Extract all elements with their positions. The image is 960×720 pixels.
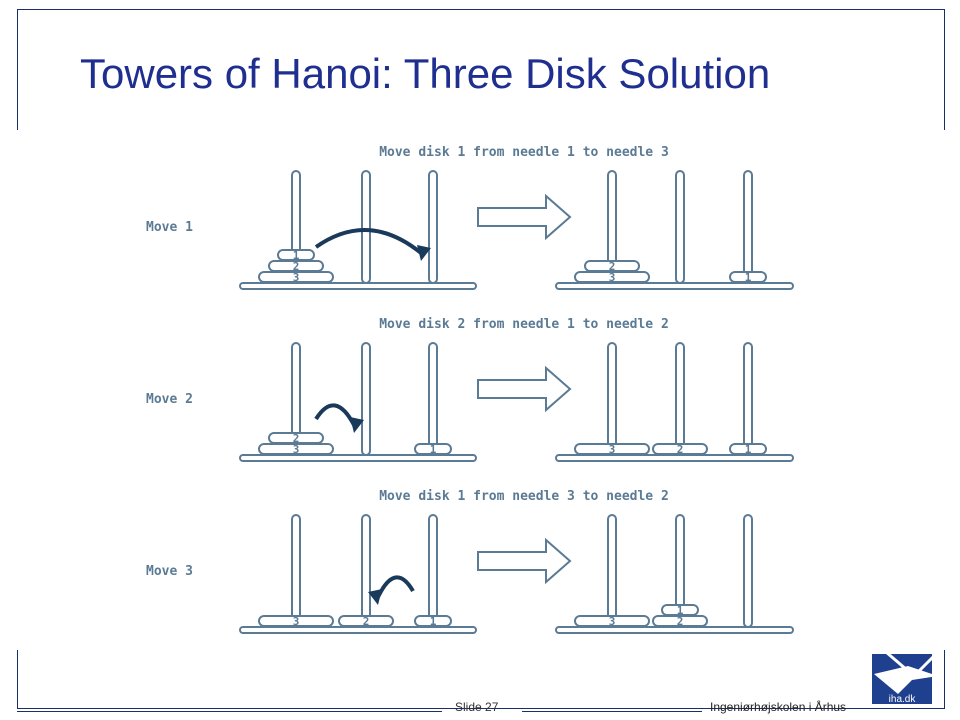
row2-before-disk-1 bbox=[414, 443, 452, 455]
row3-after-disk-3 bbox=[574, 615, 650, 627]
move-label-1: Move 1 bbox=[146, 220, 193, 235]
move-label-2: Move 2 bbox=[146, 392, 193, 407]
row3-before-disk-label-1: 1 bbox=[430, 615, 437, 628]
move-arrow-1 bbox=[314, 228, 423, 255]
row1-before-needle-2 bbox=[361, 170, 371, 284]
move-arrowhead-1 bbox=[417, 245, 431, 261]
row1-after-disk-label-2: 2 bbox=[609, 260, 616, 273]
row3-before-disk-2 bbox=[338, 615, 394, 627]
row1-after-needle-2 bbox=[675, 170, 685, 284]
row1-before-disk-label-1: 1 bbox=[293, 249, 300, 262]
row2-before-base bbox=[239, 454, 477, 462]
row3-after-disk-label-1: 1 bbox=[677, 604, 684, 617]
transition-arrow-2 bbox=[477, 365, 572, 413]
row2-after-disk-label-3: 3 bbox=[609, 443, 616, 456]
row3-after-disk-label-3: 3 bbox=[609, 615, 616, 628]
row1-before-disk-label-2: 2 bbox=[293, 260, 300, 273]
logo-text: iha.dk bbox=[889, 694, 917, 705]
row2-after-disk-2 bbox=[652, 443, 708, 455]
row1-after-base bbox=[555, 282, 794, 290]
row2-before-disk-label-1: 1 bbox=[430, 443, 437, 456]
row1-before-disk-3 bbox=[258, 271, 334, 283]
slide-number: Slide 27 bbox=[455, 700, 499, 714]
row2-before-disk-label-2: 2 bbox=[293, 432, 300, 445]
move-caption-2: Move disk 2 from needle 1 to needle 2 bbox=[379, 317, 669, 332]
row2-before-disk-label-3: 3 bbox=[293, 443, 300, 456]
row2-before-needle-2 bbox=[361, 342, 371, 456]
row3-before-disk-3 bbox=[258, 615, 334, 627]
iha-logo: iha.dk bbox=[872, 648, 942, 705]
row1-after-disk-label-1: 1 bbox=[745, 271, 752, 284]
row1-after-disk-label-3: 3 bbox=[609, 271, 616, 284]
row3-before-disk-label-2: 2 bbox=[363, 615, 370, 628]
move-arrowhead-3 bbox=[368, 589, 382, 605]
hanoi-diagram: Move disk 1 from needle 1 to needle 3 Mov… bbox=[0, 130, 960, 650]
row2-after-disk-label-1: 1 bbox=[745, 443, 752, 456]
row2-after-disk-3 bbox=[574, 443, 650, 455]
row2-after-disk-1 bbox=[729, 443, 767, 455]
row1-before-disk-label-3: 3 bbox=[293, 271, 300, 284]
school-name: Ingeniørhøjskolen i Århus bbox=[710, 700, 847, 714]
move-caption-3: Move disk 1 from needle 3 to needle 2 bbox=[379, 489, 669, 504]
row3-before-disk-label-3: 3 bbox=[293, 615, 300, 628]
move-label-3: Move 3 bbox=[146, 564, 193, 579]
footer-rule-left bbox=[17, 711, 442, 712]
move-caption-1: Move disk 1 from needle 1 to needle 3 bbox=[379, 145, 669, 160]
row2-before-disk-3 bbox=[258, 443, 334, 455]
footer-rule-right bbox=[522, 711, 702, 712]
move-arrowhead-2 bbox=[350, 417, 364, 433]
row1-before-base bbox=[239, 282, 477, 290]
row3-after-disk-2 bbox=[652, 615, 708, 627]
transition-arrow-1 bbox=[477, 193, 572, 241]
slide-title: Towers of Hanoi: Three Disk Solution bbox=[80, 50, 771, 97]
transition-arrow-3 bbox=[477, 537, 572, 585]
row1-after-disk-1 bbox=[729, 271, 767, 283]
row3-before-disk-1 bbox=[414, 615, 452, 627]
row1-before-needle-3 bbox=[428, 170, 438, 284]
row3-after-disk-label-2: 2 bbox=[677, 615, 684, 628]
row3-after-needle-3 bbox=[743, 514, 753, 628]
row2-after-disk-label-2: 2 bbox=[677, 443, 684, 456]
row1-after-disk-3 bbox=[574, 271, 650, 283]
